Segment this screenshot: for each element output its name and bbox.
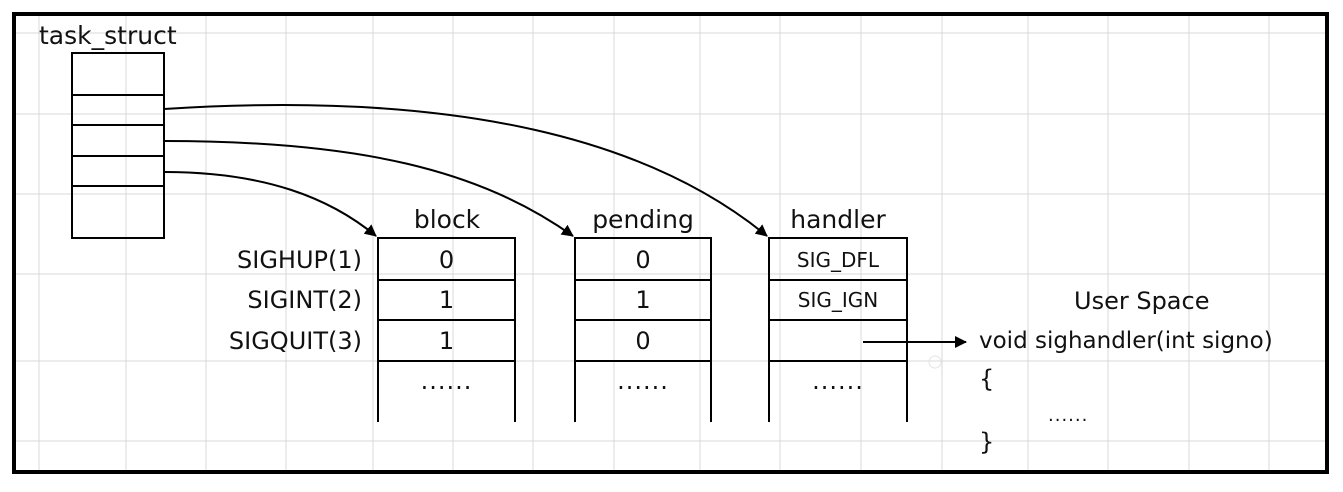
pending-cell-more: ......	[617, 367, 669, 395]
handler-cell-sigint: SIG_IGN	[797, 288, 879, 312]
block-cell-more: ......	[420, 367, 473, 395]
handler-cell-sigquit	[769, 320, 907, 361]
user-handler-close-brace: }	[979, 428, 995, 456]
handler-header: handler	[790, 205, 886, 234]
pending-table	[574, 237, 712, 422]
faint-circle-mark	[928, 355, 942, 369]
user-handler-open-brace: {	[979, 365, 995, 393]
handler-cell-sighup: SIG_DFL	[796, 248, 880, 272]
task-struct-label: task_struct	[39, 21, 177, 50]
block-cell-sigquit: 1	[438, 326, 455, 355]
arrow-to-handler	[163, 104, 768, 237]
user-space-title: User Space	[1074, 287, 1210, 315]
block-cell-sigint: 1	[438, 286, 455, 314]
diagram-frame	[12, 12, 1329, 474]
block-cell-sighup: 0	[438, 246, 455, 274]
signal-label-sigint: SIGINT(2)	[247, 286, 362, 314]
user-handler-body: ......	[1048, 405, 1089, 426]
pending-cell-sigquit: 0	[635, 326, 651, 355]
block-header: block	[413, 205, 481, 234]
signal-label-sigquit: SIGQUIT(3)	[228, 327, 362, 355]
pending-cell-sigint: 1	[635, 286, 651, 314]
pending-header: pending	[592, 205, 694, 234]
background-grid	[16, 16, 1325, 470]
signal-label-sighup: SIGHUP(1)	[237, 246, 362, 274]
block-table	[377, 237, 516, 422]
handler-table	[768, 237, 908, 422]
task-struct-box	[71, 52, 165, 239]
handler-cell-more: ......	[812, 367, 864, 395]
arrow-to-block	[163, 171, 377, 237]
pending-cell-sighup: 0	[635, 246, 651, 274]
user-handler-signature: void sighandler(int signo)	[979, 328, 1273, 354]
arrow-to-pending	[163, 140, 574, 237]
